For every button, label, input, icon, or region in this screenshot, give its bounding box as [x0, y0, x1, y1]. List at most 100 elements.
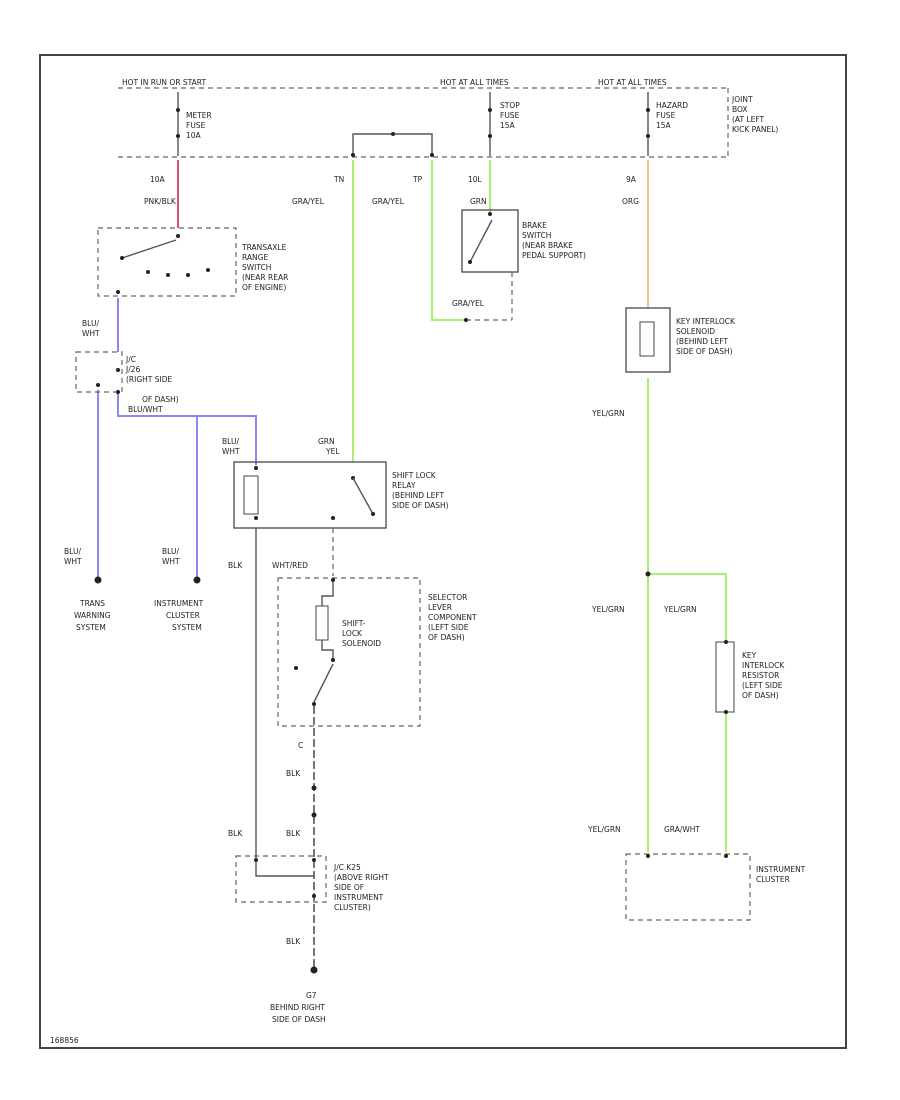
svg-text:INSTRUMENT: INSTRUMENT	[756, 865, 806, 874]
svg-text:FUSE: FUSE	[500, 111, 520, 120]
svg-text:KEY INTERLOCK: KEY INTERLOCK	[676, 317, 736, 326]
svg-text:OF DASH): OF DASH)	[142, 395, 179, 404]
svg-text:BOX: BOX	[732, 105, 748, 114]
svg-text:OF DASH): OF DASH)	[428, 633, 465, 642]
svg-text:INSTRUMENT: INSTRUMENT	[334, 893, 384, 902]
svg-text:LOCK: LOCK	[342, 629, 363, 638]
svg-text:SIDE OF DASH): SIDE OF DASH)	[676, 347, 733, 356]
svg-text:CLUSTER): CLUSTER)	[334, 903, 371, 912]
svg-text:(LEFT SIDE: (LEFT SIDE	[742, 681, 783, 690]
svg-text:(RIGHT SIDE: (RIGHT SIDE	[126, 375, 173, 384]
joint-box-jumper	[351, 132, 434, 157]
svg-text:SWITCH: SWITCH	[522, 231, 551, 240]
svg-text:PEDAL SUPPORT): PEDAL SUPPORT)	[522, 251, 586, 260]
svg-text:FUSE: FUSE	[656, 111, 676, 120]
svg-text:SYSTEM: SYSTEM	[172, 623, 202, 632]
label-blu-wht-5: BLU/	[162, 547, 179, 556]
svg-text:SIDE OF: SIDE OF	[334, 883, 364, 892]
svg-text:(LEFT SIDE: (LEFT SIDE	[428, 623, 469, 632]
label-blk-3: BLK	[286, 829, 301, 838]
bus-label-right: HOT AT ALL TIMES	[598, 78, 667, 87]
label-yel-grn-2: YEL/GRN	[591, 605, 625, 614]
meter-fuse: METER FUSE 10A	[176, 92, 212, 156]
label-gra-wht: GRA/WHT	[664, 825, 700, 834]
svg-text:SIDE OF DASH: SIDE OF DASH	[272, 1015, 326, 1024]
svg-text:BRAKE: BRAKE	[522, 221, 547, 230]
svg-text:(BEHIND LEFT: (BEHIND LEFT	[392, 491, 445, 500]
label-blu-wht-1: BLU/	[82, 319, 99, 328]
wire-gra-yel-tp	[431, 160, 466, 321]
transaxle-range-switch: TRANSAXLE RANGE SWITCH (NEAR REAR OF ENG…	[97, 227, 288, 297]
label-pnk-blk: PNK/BLK	[144, 197, 177, 206]
wire-yel-grn-branch	[648, 573, 727, 640]
svg-text:(NEAR REAR: (NEAR REAR	[242, 273, 288, 282]
instrument-cluster-system: INSTRUMENT CLUSTER SYSTEM	[154, 576, 204, 632]
svg-text:RANGE: RANGE	[242, 253, 268, 262]
label-grn: GRN	[470, 197, 487, 206]
brake-switch: BRAKE SWITCH (NEAR BRAKE PEDAL SUPPORT)	[461, 209, 586, 322]
svg-text:SHIFT LOCK: SHIFT LOCK	[392, 471, 437, 480]
joint-box-label: JOINT BOX (AT LEFT KICK PANEL)	[731, 95, 778, 134]
svg-text:(NEAR BRAKE: (NEAR BRAKE	[522, 241, 573, 250]
label-blk-2: BLK	[286, 769, 301, 778]
svg-text:SHIFT-: SHIFT-	[342, 619, 366, 628]
svg-text:STOP: STOP	[500, 101, 520, 110]
diagram-frame	[39, 54, 847, 1049]
junction-connector-1: J/C J/26 (RIGHT SIDE OF DASH)	[75, 351, 179, 404]
corner-id: 168856	[50, 1036, 79, 1045]
svg-text:OF ENGINE): OF ENGINE)	[242, 283, 286, 292]
label-c: C	[298, 741, 303, 750]
svg-text:J/26: J/26	[125, 365, 141, 374]
svg-text:J/C: J/C	[125, 355, 136, 364]
svg-text:SIDE OF DASH): SIDE OF DASH)	[392, 501, 449, 510]
label-gra-yel-1: GRA/YEL	[292, 197, 325, 206]
svg-text:BEHIND RIGHT: BEHIND RIGHT	[270, 1003, 325, 1012]
instrument-cluster: INSTRUMENT CLUSTER	[625, 853, 806, 921]
svg-text:RELAY: RELAY	[392, 481, 416, 490]
junction-connector-2: J/C K25 (ABOVE RIGHT SIDE OF INSTRUMENT …	[235, 855, 389, 912]
pin-meter: 10A	[150, 175, 166, 184]
svg-text:CLUSTER: CLUSTER	[756, 875, 790, 884]
label-wht-red: WHT/RED	[272, 561, 308, 570]
pin-stop: 10L	[468, 175, 483, 184]
key-interlock-solenoid: KEY INTERLOCK SOLENOID (BEHIND LEFT SIDE…	[625, 307, 736, 373]
pin-hazard: 9A	[626, 175, 637, 184]
svg-text:JOINT: JOINT	[731, 95, 753, 104]
svg-text:FUSE: FUSE	[186, 121, 206, 130]
label-blu-wht-2: BLU/WHT	[128, 405, 163, 414]
svg-text:COMPONENT: COMPONENT	[428, 613, 477, 622]
svg-text:15A: 15A	[500, 121, 516, 130]
svg-text:SOLENOID: SOLENOID	[676, 327, 715, 336]
label-yel-grn-1: YEL/GRN	[591, 409, 625, 418]
trans-warning-system: TRANS WARNING SYSTEM	[74, 576, 111, 632]
svg-text:J/C K25: J/C K25	[333, 863, 361, 872]
svg-text:SYSTEM: SYSTEM	[76, 623, 106, 632]
label-blu-wht-5b: WHT	[162, 557, 180, 566]
bus-label-left: HOT IN RUN OR START	[122, 78, 206, 87]
splice-yel-grn	[645, 571, 651, 577]
svg-text:(ABOVE RIGHT: (ABOVE RIGHT	[334, 873, 389, 882]
svg-text:INTERLOCK: INTERLOCK	[742, 661, 785, 670]
label-blu-wht-4b: WHT	[64, 557, 82, 566]
label-grn-2: GRN	[318, 437, 335, 446]
svg-text:15A: 15A	[656, 121, 672, 130]
svg-text:CLUSTER: CLUSTER	[166, 611, 200, 620]
pin-tn: TN	[333, 175, 344, 184]
bus-label-mid: HOT AT ALL TIMES	[440, 78, 509, 87]
label-org: ORG	[622, 197, 639, 206]
label-blu-wht-4: BLU/	[64, 547, 81, 556]
svg-text:LEVER: LEVER	[428, 603, 452, 612]
svg-text:(BEHIND LEFT: (BEHIND LEFT	[676, 337, 729, 346]
svg-text:TRANS: TRANS	[79, 599, 105, 608]
svg-text:INSTRUMENT: INSTRUMENT	[154, 599, 204, 608]
svg-text:WARNING: WARNING	[74, 611, 111, 620]
shift-lock-relay: SHIFT LOCK RELAY (BEHIND LEFT SIDE OF DA…	[233, 461, 449, 529]
svg-text:10A: 10A	[186, 131, 202, 140]
key-interlock-resistor: KEY INTERLOCK RESISTOR (LEFT SIDE OF DAS…	[715, 640, 785, 714]
svg-text:SELECTOR: SELECTOR	[428, 593, 467, 602]
svg-text:RESISTOR: RESISTOR	[742, 671, 779, 680]
stop-fuse: STOP FUSE 15A	[488, 92, 520, 156]
label-blu-wht-3: BLU/	[222, 437, 239, 446]
hazard-fuse: HAZARD FUSE 15A	[646, 92, 688, 156]
